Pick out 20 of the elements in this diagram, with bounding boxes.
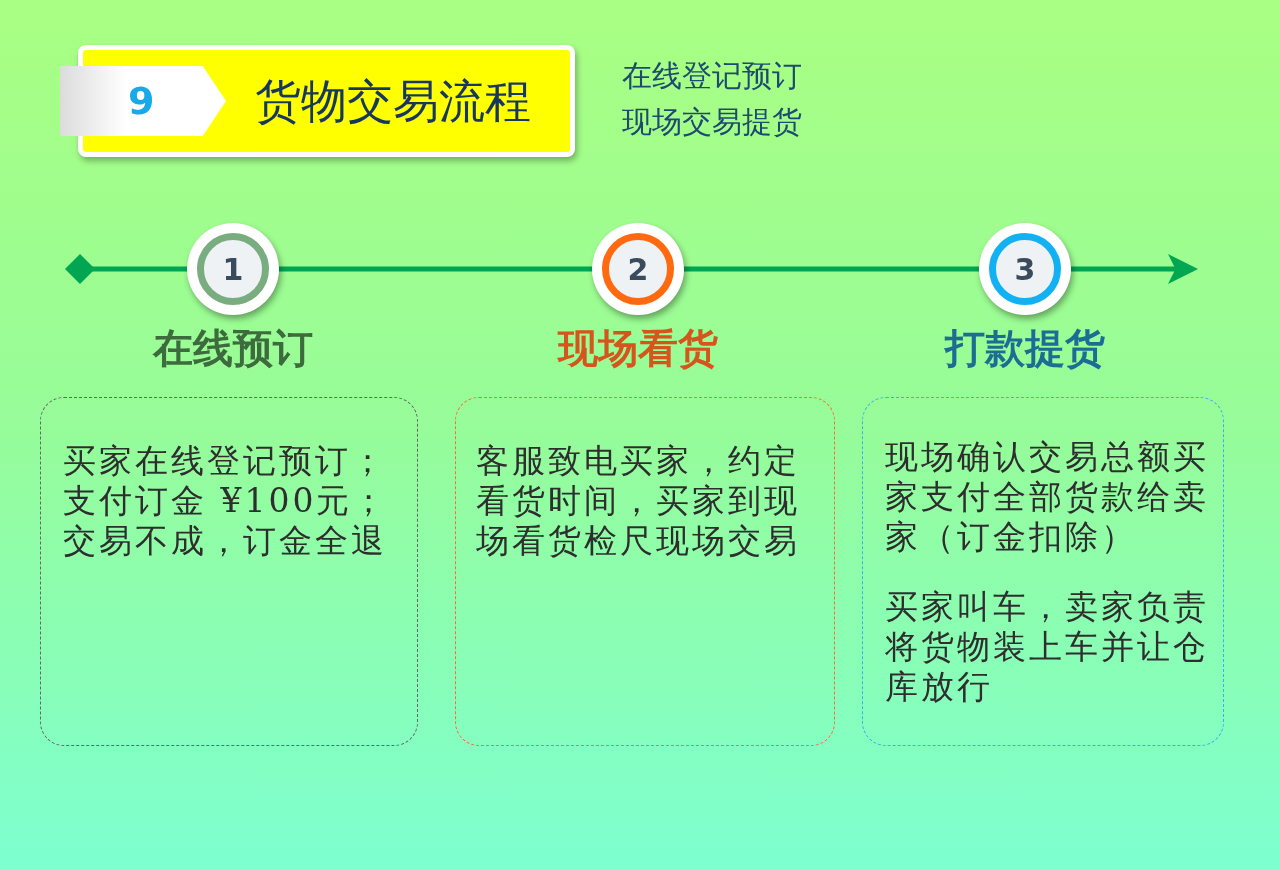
step-circle: 1 <box>187 223 279 315</box>
timeline-line <box>684 266 979 272</box>
step-box <box>455 397 835 746</box>
step-circle: 2 <box>592 223 684 315</box>
step-description: 买家叫车，卖家负责将货物装上车并让仓库放行 <box>885 587 1210 707</box>
subtitle-text: 现场交易提货 <box>622 103 802 141</box>
step-circle: 3 <box>979 223 1071 315</box>
subtitle-text: 在线登记预订 <box>622 57 802 95</box>
timeline-line <box>279 266 592 272</box>
step-box <box>40 397 418 746</box>
step-heading: 在线预订 <box>151 324 314 373</box>
step-description: 现场确认交易总额买家支付全部货款给卖家（订金扣除） <box>885 437 1210 557</box>
number-tab: 9 <box>60 66 226 136</box>
step-box <box>862 397 1224 746</box>
step-heading: 现场看货 <box>556 324 719 373</box>
timeline-line <box>65 254 187 284</box>
step-description: 客服致电买家，约定看货时间，买家到现场看货检尺现场交易 <box>476 441 801 561</box>
step-heading: 打款提货 <box>943 324 1106 373</box>
step-description: 买家在线登记预订；支付订金 ¥100元；交易不成，订金全退 <box>63 441 390 561</box>
timeline-line <box>1071 254 1198 284</box>
